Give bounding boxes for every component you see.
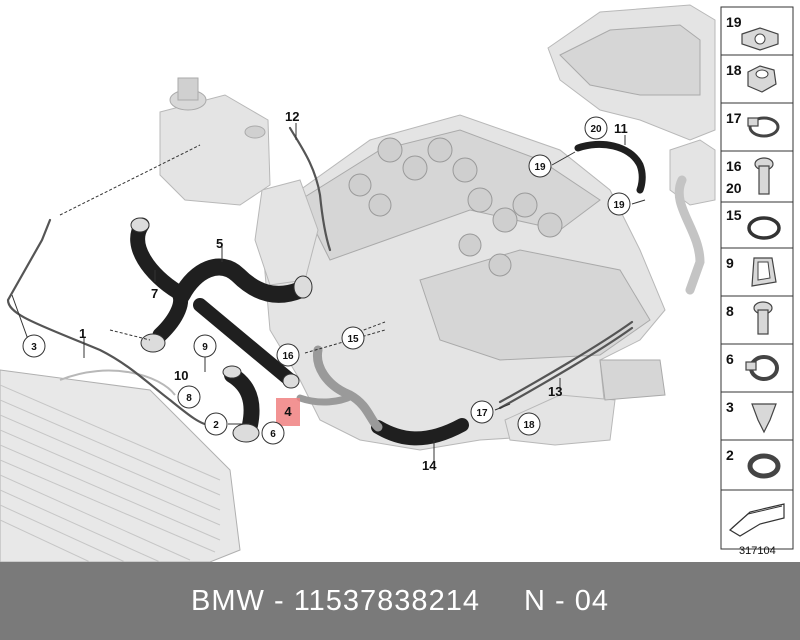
svg-text:2: 2 <box>213 420 219 431</box>
footer-brand: BMW <box>191 584 265 617</box>
svg-text:12: 12 <box>285 109 299 124</box>
callout-17: 17 <box>470 400 494 424</box>
legend-label-19: 19 <box>726 14 742 30</box>
svg-text:2: 2 <box>726 447 734 463</box>
svg-text:16: 16 <box>282 351 294 362</box>
svg-text:19: 19 <box>534 162 546 173</box>
callout-1: 1 <box>79 326 86 341</box>
parts-legend: 19 18 17 16 20 15 9 8 6 3 2 <box>720 6 794 550</box>
callout-9: 9 <box>193 334 217 358</box>
svg-text:19: 19 <box>613 200 625 211</box>
svg-text:8: 8 <box>726 303 734 319</box>
svg-text:15: 15 <box>347 334 359 345</box>
callout-15: 15 <box>341 326 365 350</box>
callout-6: 6 <box>261 421 285 445</box>
svg-text:8: 8 <box>186 393 192 404</box>
part-footer: BMW - 11537838214 N - 04 <box>0 562 800 640</box>
svg-text:11: 11 <box>614 121 628 136</box>
svg-text:7: 7 <box>151 286 158 301</box>
svg-text:6: 6 <box>270 429 276 440</box>
callout-14: 14 <box>422 458 437 473</box>
hose-7 <box>130 217 189 353</box>
callout-4-highlighted: 4 <box>276 398 300 426</box>
svg-text:5: 5 <box>216 236 223 251</box>
svg-text:17: 17 <box>726 110 742 126</box>
pipe-13 <box>498 320 634 410</box>
svg-text:18: 18 <box>726 62 742 78</box>
svg-text:13: 13 <box>548 384 562 399</box>
svg-text:9: 9 <box>202 342 208 353</box>
diagram-number: 317104 <box>739 545 776 557</box>
callout-18: 18 <box>517 412 541 436</box>
engine-block <box>254 114 666 451</box>
callout-19-a: 19 <box>528 154 552 178</box>
line-1 <box>6 218 212 427</box>
svg-text:4: 4 <box>284 404 292 419</box>
footer-separator: - <box>273 584 285 617</box>
svg-text:10: 10 <box>174 368 188 383</box>
callout-8: 8 <box>177 385 201 409</box>
callout-12: 12 <box>285 109 299 124</box>
line-12 <box>288 126 332 252</box>
footer-position-number: 04 <box>574 584 609 617</box>
pipe-11 <box>574 140 646 194</box>
svg-text:1: 1 <box>79 326 86 341</box>
svg-text:16: 16 <box>726 158 742 174</box>
footer-position-label: N <box>523 584 546 617</box>
pipe-14-gray <box>296 345 383 432</box>
footer-separator-2: - <box>554 584 566 617</box>
expansion-tank <box>159 77 271 206</box>
callout-5: 5 <box>216 236 223 251</box>
right-side-pipe <box>674 175 705 295</box>
svg-text:3: 3 <box>726 399 734 415</box>
hose-5 <box>173 258 313 304</box>
footer-part-number: 11537838214 <box>293 584 480 617</box>
svg-text:20: 20 <box>726 180 742 196</box>
callout-3: 3 <box>22 334 46 358</box>
svg-text:15: 15 <box>726 207 742 223</box>
callout-20: 20 <box>584 116 608 140</box>
svg-text:3: 3 <box>31 342 37 353</box>
svg-text:14: 14 <box>422 458 437 473</box>
callout-19-b: 19 <box>607 192 631 216</box>
svg-text:6: 6 <box>726 351 734 367</box>
hose-14 <box>371 418 469 446</box>
callout-7: 7 <box>151 286 158 301</box>
svg-text:9: 9 <box>726 255 734 271</box>
svg-text:18: 18 <box>523 420 535 431</box>
hose-6-upper <box>193 298 300 389</box>
callout-13: 13 <box>548 384 562 399</box>
callout-2: 2 <box>204 412 228 436</box>
callout-16: 16 <box>276 343 300 367</box>
intake-manifold <box>547 4 716 206</box>
svg-text:17: 17 <box>476 408 488 419</box>
svg-text:20: 20 <box>590 124 602 135</box>
parts-diagram: .eng { fill:#e4e4e4; stroke:#b8b8b8; str… <box>0 4 794 562</box>
callout-10: 10 <box>174 368 188 383</box>
hose-4 <box>222 365 260 443</box>
radiator <box>0 369 241 562</box>
callout-11: 11 <box>614 121 628 136</box>
